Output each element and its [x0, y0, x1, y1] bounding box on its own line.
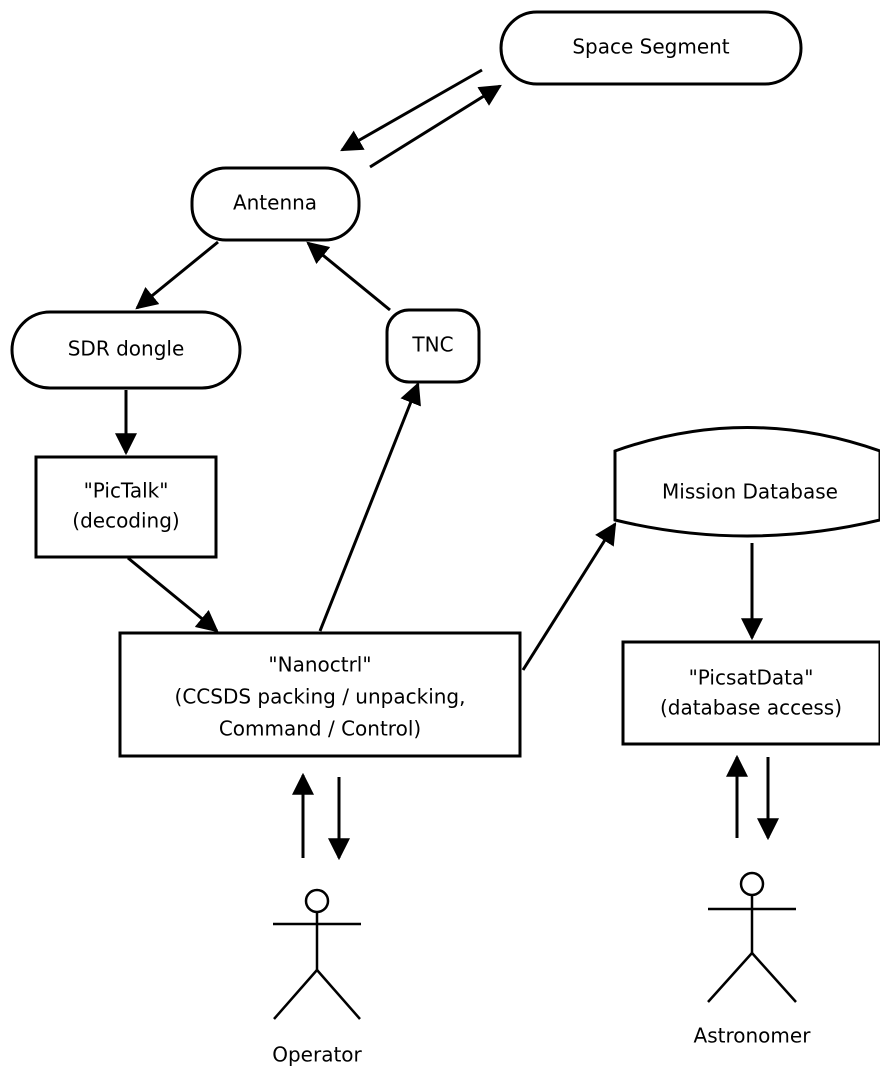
node-pictalk-line-1: "PicTalk"	[84, 479, 169, 503]
node-nanoctrl-line-1: "Nanoctrl"	[268, 653, 371, 677]
actor-astronomer: Astronomer	[694, 871, 812, 1048]
node-tnc-label: TNC	[411, 333, 453, 357]
node-nanoctrl-line-3: Command / Control)	[219, 717, 421, 741]
node-picsatdata-line-2: (database access)	[660, 696, 842, 720]
node-sdr-dongle: SDR dongle	[10, 310, 242, 390]
actor-operator: Operator	[272, 888, 363, 1067]
node-tnc: TNC	[385, 308, 481, 384]
node-antenna: Antenna	[190, 166, 361, 242]
node-mission-database: Mission Database	[613, 426, 880, 538]
node-picsatdata: "PicsatData" (database access)	[621, 640, 880, 746]
node-nanoctrl: "Nanoctrl" (CCSDS packing / unpacking, C…	[118, 631, 522, 758]
operator-head-icon	[304, 888, 330, 914]
node-mission-database-label: Mission Database	[662, 480, 838, 504]
edge-antenna-to-sdr	[135, 240, 219, 310]
node-nanoctrl-line-2: (CCSDS packing / unpacking,	[175, 685, 466, 709]
node-pictalk-line-2: (decoding)	[72, 509, 179, 533]
node-space-segment-label: Space Segment	[572, 35, 729, 59]
node-antenna-label: Antenna	[233, 191, 317, 215]
node-picsatdata-line-1: "PicsatData"	[689, 666, 814, 690]
node-sdr-dongle-label: SDR dongle	[68, 337, 185, 361]
node-space-segment: Space Segment	[499, 10, 803, 86]
edge-pictalk-to-nanoctrl	[127, 556, 219, 633]
edge-tnc-to-antenna	[306, 241, 391, 312]
edges	[115, 68, 779, 861]
edge-nanoctrl-to-tnc	[318, 381, 421, 632]
astronomer-head-icon	[739, 871, 765, 897]
edge-nanoctrl-to-database	[521, 522, 617, 671]
node-pictalk: "PicTalk" (decoding)	[34, 455, 218, 559]
actor-operator-label: Operator	[272, 1043, 362, 1067]
edge-antenna-to-space	[369, 84, 502, 169]
edge-space-to-antenna	[340, 68, 483, 152]
actor-astronomer-label: Astronomer	[694, 1024, 812, 1048]
